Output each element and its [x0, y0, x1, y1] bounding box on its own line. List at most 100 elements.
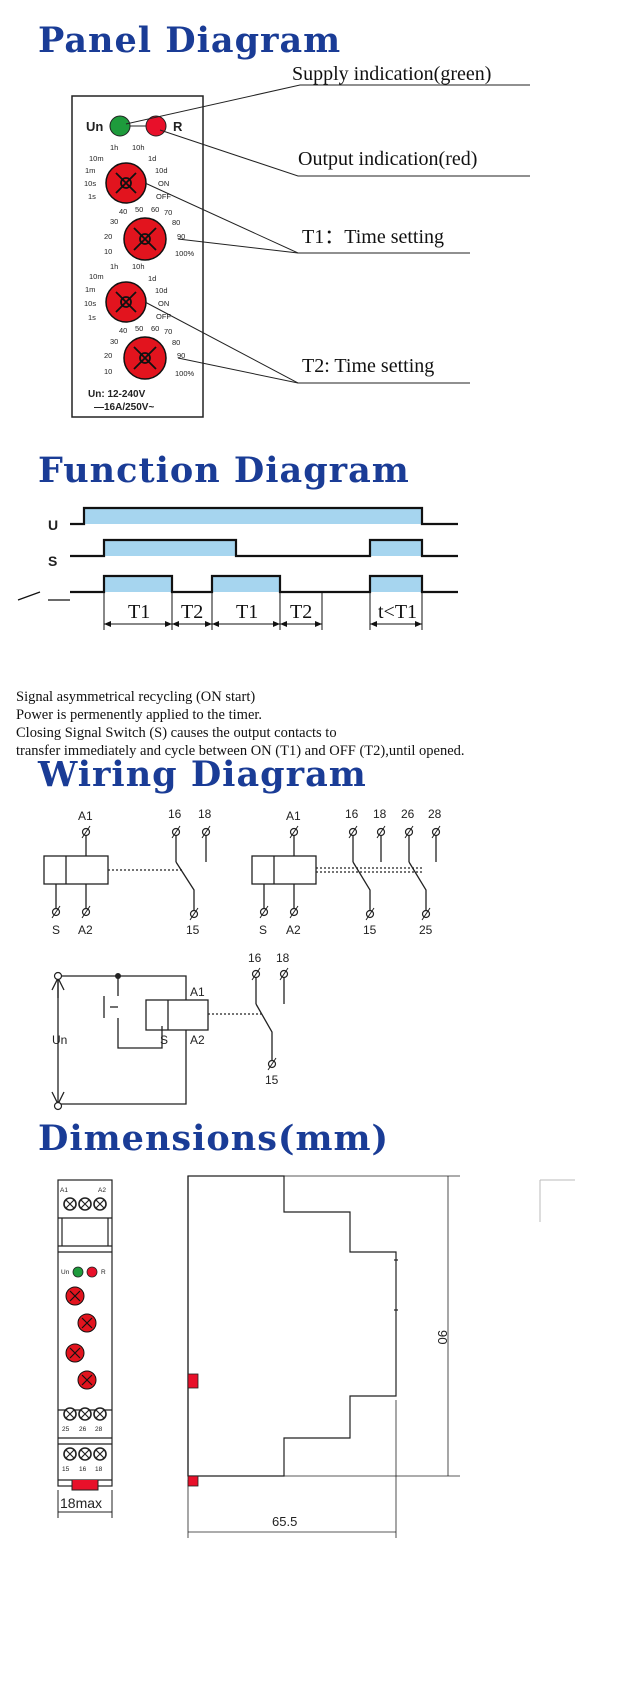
wiring-label: S: [52, 923, 60, 937]
front-led-label: R: [101, 1269, 106, 1276]
dimension-width: 18max: [60, 1495, 102, 1511]
wiring-label: A2: [190, 1033, 205, 1047]
percent-label: 20: [104, 351, 112, 360]
s-active-bar-2: [370, 540, 422, 556]
wiring-label: 28: [428, 807, 442, 821]
percent-label: 100%: [175, 249, 195, 258]
percent-label: 90: [177, 232, 185, 241]
wiring-label: 25: [419, 923, 433, 937]
wiring-label: A1: [78, 809, 93, 823]
output-led-label: R: [173, 119, 183, 134]
range-label: 1m: [85, 285, 95, 294]
din-clip: [71, 1480, 99, 1491]
side-clip-top: [187, 1373, 199, 1389]
row-label-u: U: [48, 517, 58, 533]
wiring-label: 16: [345, 807, 359, 821]
range-label: 10m: [89, 154, 104, 163]
relay-coil-middle: [251, 855, 317, 885]
percent-label: 60: [151, 324, 159, 333]
wiring-label: 16: [168, 807, 182, 821]
panel-diagram-heading: Panel Diagram: [38, 20, 342, 61]
wiring-label: A1: [286, 809, 301, 823]
output-led: [145, 115, 167, 137]
wiring-label: 18: [276, 951, 290, 965]
rating-contact: —16A/250V~: [94, 402, 154, 413]
front-terminal-label: A1: [60, 1187, 68, 1194]
s-active-bar-1: [104, 540, 236, 556]
callout-t2: T2: Time setting: [302, 355, 434, 377]
dimension-depth: 65.5: [272, 1514, 297, 1529]
front-terminal-label: 18: [95, 1466, 103, 1473]
range-label: 10m: [89, 272, 104, 281]
interval-label: T1: [128, 601, 150, 623]
percent-label: 50: [135, 324, 143, 333]
front-terminal-label: A2: [98, 1187, 106, 1194]
percent-label: 40: [119, 207, 127, 216]
wiring-label: 15: [186, 923, 200, 937]
wiring-diagram-heading: Wiring Diagram: [38, 754, 367, 795]
percent-label: 70: [164, 208, 172, 217]
range-label: 1s: [88, 192, 96, 201]
u-power-bar: [84, 508, 422, 524]
wiring-diagram: A1 16 18 S A2 15 A1 16 18 26 28 S A2 15 …: [43, 807, 442, 1111]
description-line: Signal asymmetrical recycling (ON start): [16, 689, 256, 705]
percent-label: 80: [172, 338, 180, 347]
front-terminal-label: 16: [79, 1466, 87, 1473]
wiring-label: 18: [373, 807, 387, 821]
range-label: 1d: [148, 274, 156, 283]
supply-led: [109, 115, 131, 137]
range-label: ON: [158, 179, 169, 188]
relay-coil-left: [43, 855, 109, 885]
t1-range-knob-group: 1h 10h 10m 1d 1m 10d 10s ON 1s OFF: [84, 143, 171, 201]
u-row-timing: [70, 506, 458, 526]
range-label: 10h: [132, 262, 145, 271]
t2-range-knob-group: 1h 10h 10m 1d 1m 10d 10s ON 1s OFF: [84, 262, 171, 322]
front-view: [57, 1179, 113, 1487]
rating-voltage: Un: 12-240V: [88, 389, 146, 400]
range-label: ON: [158, 299, 169, 308]
output-row-timing: [17, 574, 458, 601]
interval-label: t<T1: [378, 601, 417, 623]
range-label: 1h: [110, 262, 118, 271]
wiring-label: 26: [401, 807, 415, 821]
wiring-label: A2: [78, 923, 93, 937]
t2-percent-labels: 40 50 60 70 30 80 20 90 10 100%: [104, 324, 195, 378]
range-label: 10h: [132, 143, 145, 152]
output-on-bar-3: [370, 576, 422, 592]
interval-label: T1: [236, 601, 258, 623]
percent-label: 80: [172, 218, 180, 227]
percent-label: 30: [110, 217, 118, 226]
percent-label: 20: [104, 232, 112, 241]
description-line: transfer immediately and cycle between O…: [16, 743, 465, 759]
percent-label: 10: [104, 247, 112, 256]
row-label-s: S: [48, 553, 57, 569]
wiring-label: 18: [198, 807, 212, 821]
function-diagram: U S T1 T2: [17, 506, 458, 630]
range-label: 10s: [84, 179, 96, 188]
dimensions-heading: Dimensions(mm): [38, 1118, 390, 1159]
interval-label: T2: [181, 601, 203, 623]
callout-supply: Supply indication(green): [292, 63, 491, 85]
wiring-label: A1: [190, 985, 205, 999]
dimension-height: 90: [435, 1330, 450, 1344]
range-label: 1s: [88, 313, 96, 322]
percent-label: 100%: [175, 369, 195, 378]
wiring-label: A2: [286, 923, 301, 937]
wiring-label: S: [160, 1033, 168, 1047]
range-label: 10d: [155, 286, 168, 295]
wiring-label: 15: [363, 923, 377, 937]
dimensions-drawing: A1 A2 25 26 28 15 16 18 Un R 18max 9: [57, 1175, 575, 1538]
range-label: 1h: [110, 143, 118, 152]
percent-label: 30: [110, 337, 118, 346]
percent-label: 70: [164, 327, 172, 336]
supply-led-label: Un: [86, 119, 103, 134]
front-led-label: Un: [61, 1269, 70, 1276]
output-contact-icon: [17, 591, 70, 601]
front-terminal-label: 15: [62, 1466, 70, 1473]
callout-output: Output indication(red): [298, 148, 477, 170]
function-description: Signal asymmetrical recycling (ON start)…: [16, 688, 616, 760]
callout-t1: T1：Time setting: [302, 226, 444, 248]
t1-percent-labels: 40 50 60 70 30 80 20 90 10 100%: [104, 205, 195, 258]
range-label: 10s: [84, 299, 96, 308]
panel-diagram: Un R 1h 10h 10m 1d 1m 10d 10s ON 1s OFF …: [71, 63, 530, 418]
